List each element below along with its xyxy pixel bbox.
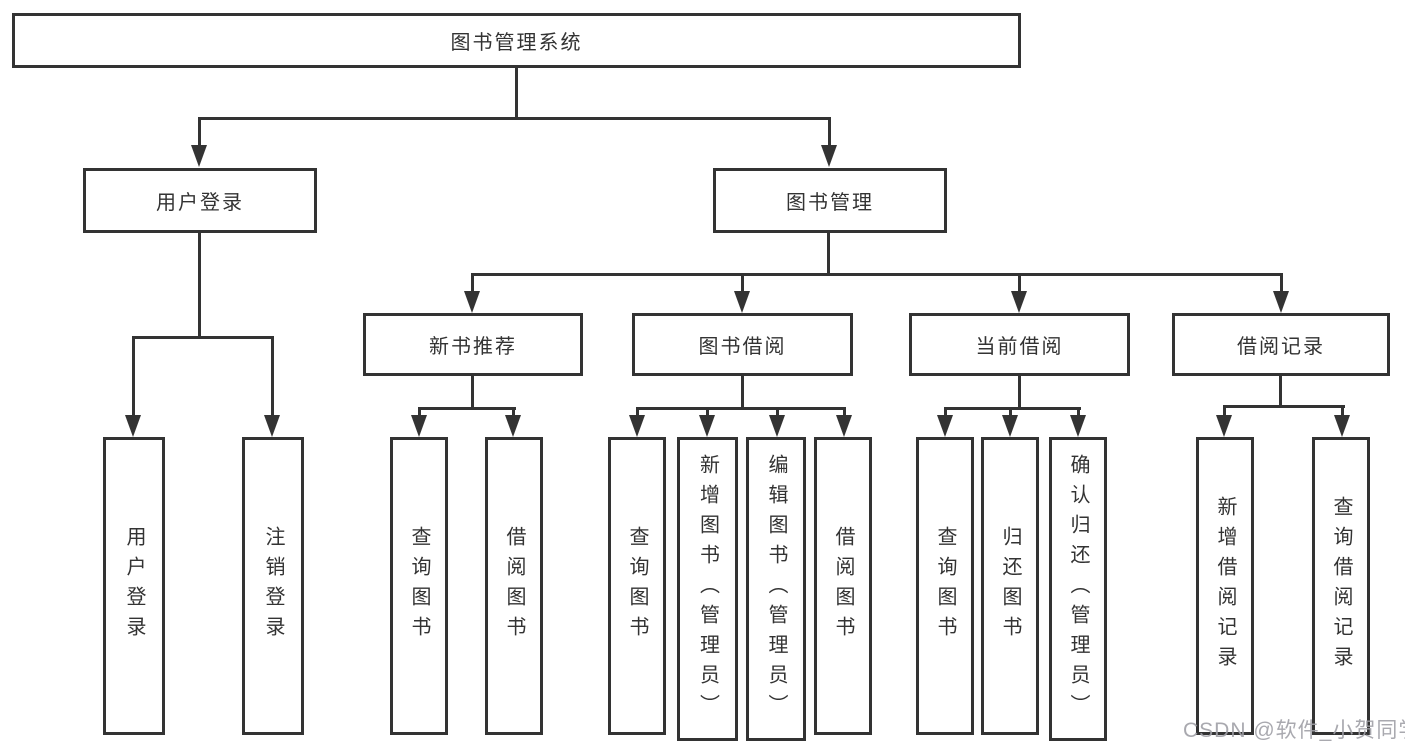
connector-newbook-drop-2: [512, 407, 515, 417]
arrowhead-down-icon: [411, 415, 427, 437]
node-cb-confirm-return-label: 确认归还（管理员）: [1067, 454, 1089, 724]
arrowhead-down-icon: [464, 291, 480, 313]
arrowhead-down-icon: [699, 415, 715, 437]
node-nb-query-book-label: 查询图书: [408, 526, 430, 646]
arrowhead-down-icon: [1002, 415, 1018, 437]
arrowhead-down-icon: [1011, 291, 1027, 313]
arrowhead-down-icon: [937, 415, 953, 437]
connector-bookmgmt-drop-2: [741, 273, 744, 293]
node-borrow-record: 借阅记录: [1172, 313, 1390, 376]
arrowhead-down-icon: [734, 291, 750, 313]
node-cb-return-book-label: 归还图书: [999, 526, 1021, 646]
node-nb-query-book: 查询图书: [390, 437, 448, 735]
connector-bookborrow-drop-2: [706, 407, 709, 417]
node-book-borrow: 图书借阅: [632, 313, 853, 376]
arrowhead-down-icon: [264, 415, 280, 437]
connector-newbook-drop-1: [418, 407, 421, 417]
connector-newbook-bar: [418, 407, 516, 410]
node-new-book-recommend: 新书推荐: [363, 313, 583, 376]
connector-currentborrow-bar: [944, 407, 1081, 410]
node-br-add-record-label: 新增借阅记录: [1214, 496, 1236, 676]
node-logout-action: 注销登录: [242, 437, 304, 735]
node-cb-query-book: 查询图书: [916, 437, 974, 735]
connector-bookmgmt-stem: [827, 233, 830, 276]
node-cb-return-book: 归还图书: [981, 437, 1039, 735]
connector-bookmgmt-bar: [471, 273, 1283, 276]
arrowhead-down-icon: [1334, 415, 1350, 437]
arrowhead-down-icon: [1070, 415, 1086, 437]
arrowhead-down-icon: [191, 145, 207, 167]
node-current-borrow-label: 当前借阅: [975, 336, 1064, 358]
connector-bookborrow-drop-3: [776, 407, 779, 417]
node-logout-action-label: 注销登录: [262, 526, 284, 646]
node-bb-query-book: 查询图书: [608, 437, 666, 735]
node-br-query-record: 查询借阅记录: [1312, 437, 1370, 735]
connector-borrowrecord-drop-2: [1341, 405, 1344, 417]
node-book-management: 图书管理: [713, 168, 947, 233]
arrowhead-down-icon: [821, 145, 837, 167]
node-bb-borrow-book-label: 借阅图书: [832, 526, 854, 646]
node-login-action-label: 用户登录: [123, 526, 145, 646]
arrowhead-down-icon: [769, 415, 785, 437]
connector-bookborrow-stem: [741, 376, 744, 410]
node-bb-borrow-book: 借阅图书: [814, 437, 872, 735]
csdn-watermark: CSDN @软件_小贺同学: [1183, 719, 1405, 742]
node-br-query-record-label: 查询借阅记录: [1330, 496, 1352, 676]
node-login-action: 用户登录: [103, 437, 165, 735]
node-bb-add-book: 新增图书（管理员）: [677, 437, 738, 741]
node-cb-query-book-label: 查询图书: [934, 526, 956, 646]
node-bb-add-book-label: 新增图书（管理员）: [696, 454, 719, 724]
arrowhead-down-icon: [125, 415, 141, 437]
connector-userlogin-stem: [198, 233, 201, 339]
node-br-add-record: 新增借阅记录: [1196, 437, 1254, 735]
connector-bookmgmt-drop-3: [1018, 273, 1021, 293]
connector-bookmgmt-drop-4: [1280, 273, 1283, 293]
arrowhead-down-icon: [1273, 291, 1289, 313]
connector-borrowrecord-bar: [1223, 405, 1345, 408]
arrowhead-down-icon: [629, 415, 645, 437]
connector-currentborrow-drop-1: [944, 407, 947, 417]
node-new-book-recommend-label: 新书推荐: [429, 336, 517, 358]
arrowhead-down-icon: [1216, 415, 1232, 437]
node-user-login: 用户登录: [83, 168, 317, 233]
node-current-borrow: 当前借阅: [909, 313, 1130, 376]
connector-userlogin-bar: [132, 336, 274, 339]
node-bb-query-book-label: 查询图书: [626, 526, 648, 646]
arrowhead-down-icon: [505, 415, 521, 437]
connector-newbook-stem: [471, 376, 474, 410]
connector-borrowrecord-drop-1: [1223, 405, 1226, 417]
connector-root-bar: [198, 117, 831, 120]
connector-root-stem: [515, 68, 518, 120]
connector-currentborrow-drop-2: [1009, 407, 1012, 417]
node-user-login-label: 用户登录: [156, 192, 244, 214]
connector-userlogin-drop-left: [132, 336, 135, 415]
connector-currentborrow-stem: [1018, 376, 1021, 410]
connector-bookborrow-bar: [636, 407, 846, 410]
node-root-label: 图书管理系统: [450, 32, 583, 54]
node-cb-confirm-return: 确认归还（管理员）: [1049, 437, 1107, 741]
node-root: 图书管理系统: [12, 13, 1021, 68]
connector-root-drop-right: [828, 117, 831, 147]
node-nb-borrow-book-label: 借阅图书: [503, 526, 525, 646]
connector-bookborrow-drop-1: [636, 407, 639, 417]
node-bb-edit-book: 编辑图书（管理员）: [746, 437, 806, 741]
arrowhead-down-icon: [836, 415, 852, 437]
node-book-borrow-label: 图书借阅: [698, 336, 787, 358]
connector-currentborrow-drop-3: [1077, 407, 1080, 417]
connector-root-drop-left: [198, 117, 201, 147]
connector-bookmgmt-drop-1: [471, 273, 474, 293]
connector-borrowrecord-stem: [1279, 376, 1282, 408]
connector-userlogin-drop-right: [271, 336, 274, 415]
node-bb-edit-book-label: 编辑图书（管理员）: [765, 454, 787, 724]
node-nb-borrow-book: 借阅图书: [485, 437, 543, 735]
connector-bookborrow-drop-4: [843, 407, 846, 417]
node-borrow-record-label: 借阅记录: [1237, 336, 1325, 358]
node-book-management-label: 图书管理: [786, 192, 874, 214]
